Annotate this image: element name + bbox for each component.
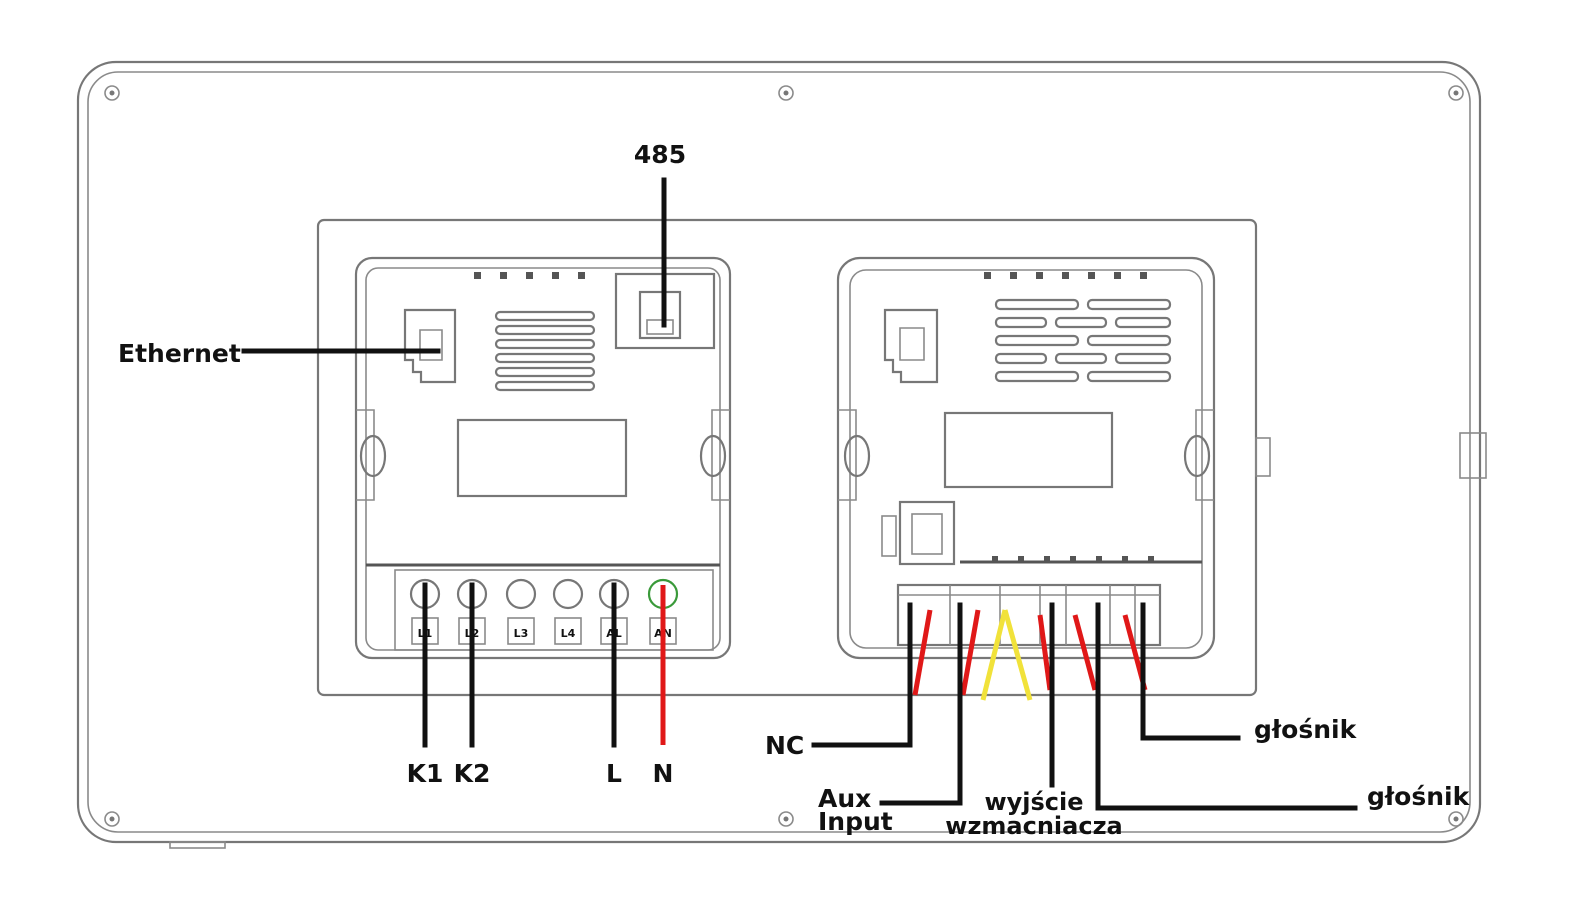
speaker-wire-2 bbox=[1095, 602, 1358, 811]
ethernet-jack-icon bbox=[403, 308, 457, 384]
screw-icon bbox=[104, 85, 120, 101]
n-label: N bbox=[653, 759, 674, 788]
right-strip-pins bbox=[992, 556, 1154, 562]
amp-label-line1: wyjście bbox=[984, 788, 1083, 816]
right-wires bbox=[811, 602, 1358, 811]
left-wires bbox=[241, 177, 667, 748]
right-module bbox=[836, 256, 1216, 660]
nc-wire bbox=[811, 602, 913, 748]
k1-label: K1 bbox=[407, 759, 444, 788]
ethernet-label: Ethernet bbox=[118, 339, 241, 368]
vent-slots bbox=[494, 310, 596, 392]
left-module bbox=[354, 256, 732, 660]
rs485-label: 485 bbox=[634, 140, 686, 169]
amp-label-line2: wzmacniacza bbox=[945, 812, 1122, 840]
aux-input-wire bbox=[879, 602, 963, 806]
screw-icon bbox=[1448, 811, 1464, 827]
ethernet-jack-icon bbox=[883, 308, 939, 384]
aux-connector-icon bbox=[881, 500, 956, 566]
outer-panel bbox=[76, 60, 1487, 849]
right-terminal-strip bbox=[896, 583, 1162, 647]
right-pins bbox=[984, 272, 1147, 279]
left-pins bbox=[474, 272, 585, 279]
mounting-plate bbox=[316, 218, 1271, 697]
screw-icon bbox=[778, 85, 794, 101]
screw-icon bbox=[104, 811, 120, 827]
left-terminal-block: L1 L2 L3 L4 AL AN bbox=[409, 578, 679, 645]
screw-icon bbox=[778, 811, 794, 827]
aux-label-line1: Aux bbox=[818, 784, 871, 813]
aux-label-line2: Input bbox=[818, 807, 893, 836]
l-label: L bbox=[606, 759, 622, 788]
terminal-mark-4: L4 bbox=[561, 627, 576, 640]
k2-label: K2 bbox=[454, 759, 491, 788]
speaker-label-1: głośnik bbox=[1254, 715, 1358, 744]
vent-slots bbox=[994, 298, 1172, 383]
terminal-mark-3: L3 bbox=[514, 627, 529, 640]
nc-label: NC bbox=[765, 731, 804, 760]
speaker-label-2: głośnik bbox=[1367, 782, 1471, 811]
screw-icon bbox=[1448, 85, 1464, 101]
speaker-wire-1 bbox=[1140, 602, 1241, 741]
